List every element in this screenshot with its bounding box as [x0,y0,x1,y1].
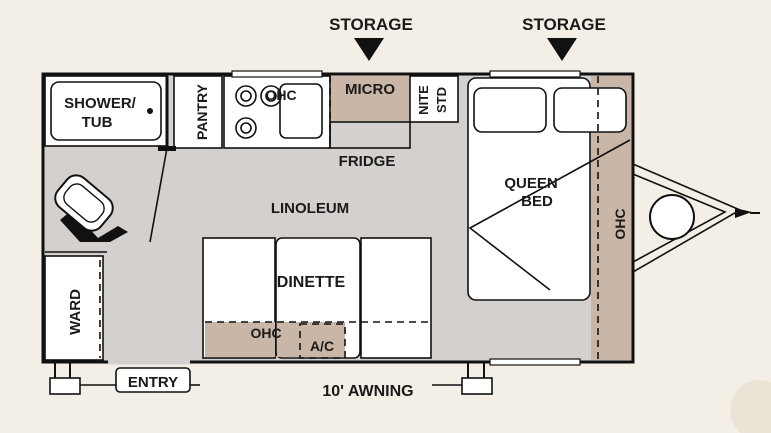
stove-burner-inner [240,122,252,134]
ac-unit [299,323,346,359]
awning-label: 10' AWNING [322,383,413,400]
pillow-right [553,87,627,133]
shower-label: SHOWER/ [64,95,137,112]
pantry [173,75,223,149]
fridge-outline [329,121,411,149]
ac-label: A/C [310,338,334,354]
stove-burner-inner [265,90,277,102]
nite-stand [409,75,459,123]
stove-burner-inner [240,90,252,102]
ohc-kitchen-label: OHC [265,87,296,103]
window [489,70,581,78]
storage-label-left: STORAGE [329,15,413,34]
bath-door [149,147,168,243]
micro-label: MICRO [345,81,395,98]
tub-label: TUB [82,114,113,131]
sink [279,83,323,139]
ohc-bed-label: OHC [612,208,628,239]
stabilizer-right [461,362,493,395]
pantry-label: PANTRY [194,83,210,140]
nite-label: NITE [416,85,431,115]
entry-step [115,367,191,393]
ohc-dinette-fill-right [277,322,345,357]
door-jamb [158,146,176,151]
queen-bed [467,77,591,301]
corner-decoration [730,380,771,433]
dinette-seat-right [360,237,432,359]
trailer-outline [41,72,635,364]
ward-label: WARD [67,289,84,335]
stabilizer-left [49,362,81,395]
ohc-dinette-label: OHC [250,325,281,341]
bed-label: BED [521,193,553,210]
storage-arrow-right [547,38,577,61]
queen-label: QUEEN [504,175,557,192]
linoleum-label: LINOLEUM [271,200,349,217]
window [231,70,323,78]
ohc-dinette-fill-left [205,322,275,357]
window [489,358,581,366]
std-label: STD [434,87,449,113]
micro-cabinet [330,76,410,122]
shower-tub [50,81,162,141]
stove-burner [260,85,282,107]
wardrobe [44,255,104,361]
hitch-tongue [632,163,760,273]
stove-burner [235,85,257,107]
dinette-label: DINETTE [277,274,346,291]
fridge-label: FRIDGE [339,153,396,170]
toilet-icon [54,174,128,242]
drain-icon [147,108,153,114]
entry-label: ENTRY [128,374,178,391]
storage-arrow-left [354,38,384,61]
pillow-left [473,87,547,133]
bed-fold-line [468,139,631,291]
storage-label-right: STORAGE [522,15,606,34]
stove-burner [235,117,257,139]
